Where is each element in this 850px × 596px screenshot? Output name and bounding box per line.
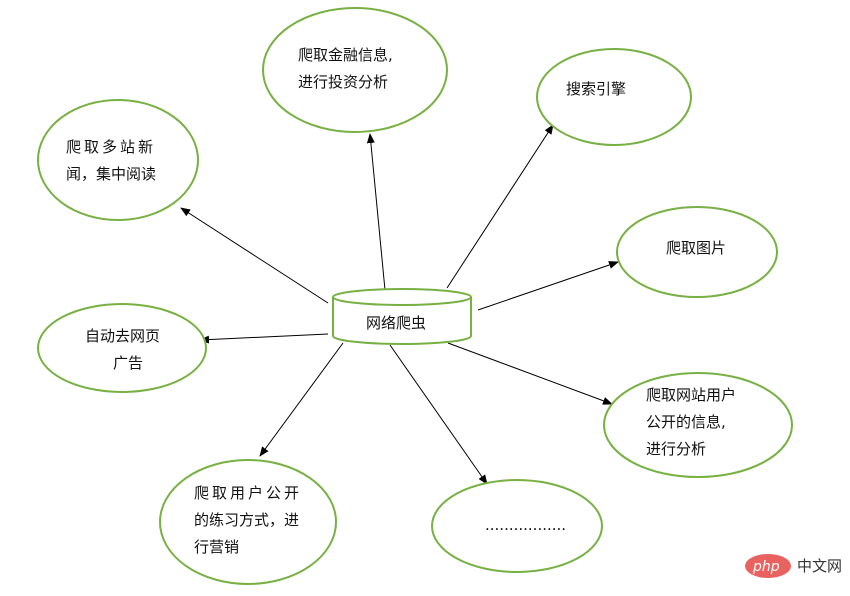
node-label-line: 爬取金融信息, [298, 46, 393, 64]
node-label-line: 进行投资分析 [298, 73, 388, 91]
php-logo-text: php [752, 559, 780, 575]
node-label-line: 爬取网站用户 [646, 386, 736, 404]
node-label-line: ................. [485, 516, 566, 534]
arrows [180, 124, 619, 485]
center-label: 网络爬虫 [366, 314, 426, 332]
node-label-line: 公开的信息, [646, 413, 726, 431]
arrow-to-news [180, 207, 329, 304]
arrow-to-more [389, 344, 488, 485]
node-userinfo: 爬取网站用户 公开的信息, 进行分析 [603, 372, 793, 478]
node-label-line: 自动去网页 [85, 327, 160, 345]
node-label-line: 行营销 [194, 538, 239, 556]
node-images: 爬取图片 [616, 206, 778, 298]
arrow-to-userinfo [447, 342, 613, 405]
node-label-line: 爬取多站新 [66, 138, 156, 156]
arrow-to-marketing [259, 342, 344, 457]
node-search: 搜索引擎 [536, 48, 692, 146]
node-marketing: 爬取用户公开 的练习方式，进 行营销 [159, 459, 337, 585]
center-node-web-crawler: 网络爬虫 [332, 288, 472, 345]
node-label-line: 进行分析 [646, 440, 706, 458]
node-label-line: 闻，集中阅读 [66, 165, 156, 183]
node-more: ................. [431, 479, 603, 573]
node-label-line: 的练习方式，进 [194, 511, 299, 529]
watermark: php 中文网 [745, 554, 842, 578]
node-label-line: 爬取用户公开 [194, 484, 302, 502]
node-label-line: 爬取图片 [666, 239, 726, 257]
php-logo [745, 554, 791, 578]
node-ads: 自动去网页 广告 [37, 303, 207, 393]
node-finance: 爬取金融信息, 进行投资分析 [262, 7, 448, 133]
arrow-to-images [477, 261, 619, 311]
node-label-line: 搜索引擎 [566, 80, 626, 98]
arrow-to-search [446, 124, 554, 289]
arrow-to-finance [366, 133, 386, 291]
watermark-text: 中文网 [797, 557, 842, 575]
arrow-to-ads [199, 333, 329, 344]
node-news: 爬取多站新 闻，集中阅读 [37, 99, 199, 221]
node-label-line: 广告 [113, 354, 143, 372]
